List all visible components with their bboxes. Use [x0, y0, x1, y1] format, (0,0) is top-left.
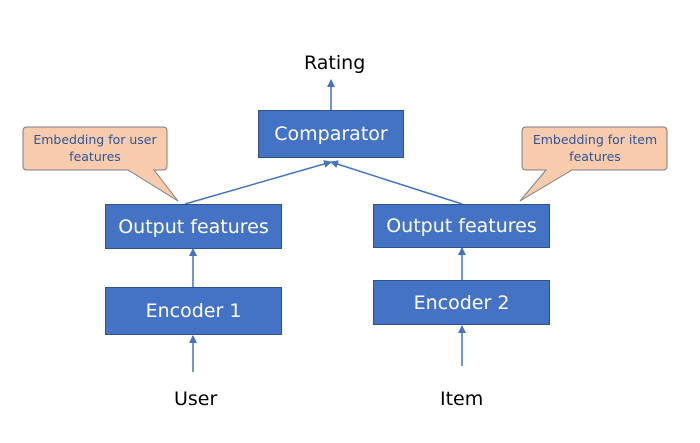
encoder-1-box: Encoder 1 — [105, 287, 282, 335]
callout-bubble-item — [519, 126, 668, 202]
user-label: User — [174, 388, 218, 410]
arrow-output-right-to-comparator — [330, 160, 463, 205]
arrow-output-left-to-comparator — [184, 160, 332, 205]
callout-user-features: Embedding for user features — [33, 132, 157, 164]
callout-bubble-user — [22, 126, 179, 202]
callout-item-features: Embedding for item features — [532, 132, 658, 164]
output-features-right-box: Output features — [373, 204, 550, 248]
rating-label: Rating — [304, 52, 366, 74]
output-features-left-box: Output features — [105, 204, 282, 249]
comparator-box: Comparator — [258, 110, 404, 158]
encoder-2-box: Encoder 2 — [373, 280, 550, 325]
item-label: Item — [440, 388, 484, 410]
